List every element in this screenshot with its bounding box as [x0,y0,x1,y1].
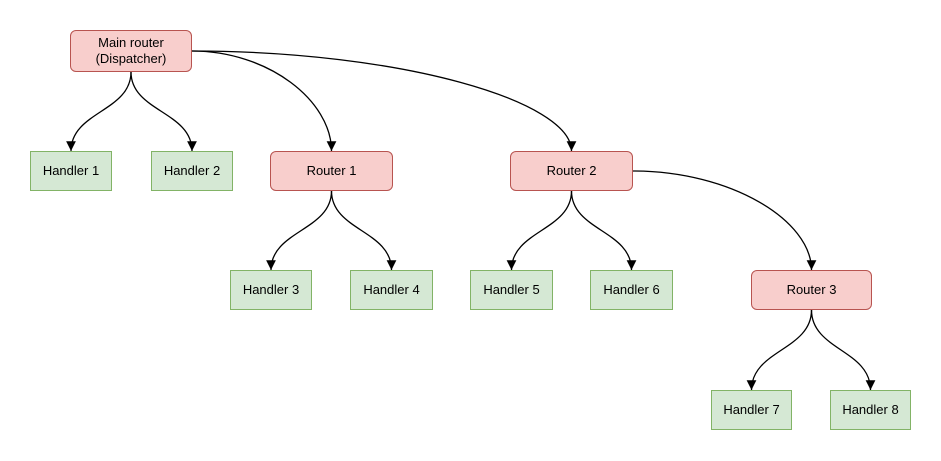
edge-router1-handler3 [266,190,333,271]
node-label: Handler 7 [723,401,780,417]
edge-main-router1 [191,50,337,152]
node-handler3[interactable]: Handler 3 [230,270,312,310]
node-handler8[interactable]: Handler 8 [830,390,911,430]
node-handler5[interactable]: Handler 5 [470,270,553,310]
node-label: Handler 6 [603,281,660,297]
edge-main-router2 [191,50,577,152]
node-label: Handler 8 [842,401,899,417]
node-label: Main router (Dispatcher) [95,34,167,66]
edge-router2-handler5 [506,190,573,271]
edge-main-handler2 [130,71,197,152]
edge-router2-handler6 [570,190,637,271]
node-handler1[interactable]: Handler 1 [30,151,112,191]
node-label: Handler 4 [363,281,420,297]
node-router2[interactable]: Router 2 [510,151,633,191]
edge-main-handler1 [66,71,132,152]
node-label: Router 3 [786,281,837,297]
edge-router1-handler4 [330,190,397,271]
node-router1[interactable]: Router 1 [270,151,393,191]
node-label: Router 2 [546,162,597,178]
node-handler4[interactable]: Handler 4 [350,270,433,310]
node-label: Handler 1 [42,162,100,178]
node-main[interactable]: Main router (Dispatcher) [70,30,192,72]
node-handler2[interactable]: Handler 2 [151,151,233,191]
node-label: Handler 3 [242,281,300,297]
node-handler7[interactable]: Handler 7 [711,390,792,430]
edge-router2-router3 [632,170,817,271]
edge-router3-handler7 [746,309,813,391]
node-label: Handler 5 [483,281,540,297]
node-router3[interactable]: Router 3 [751,270,872,310]
edge-router3-handler8 [810,309,876,391]
node-label: Handler 2 [163,162,221,178]
node-label: Router 1 [306,162,357,178]
node-handler6[interactable]: Handler 6 [590,270,673,310]
